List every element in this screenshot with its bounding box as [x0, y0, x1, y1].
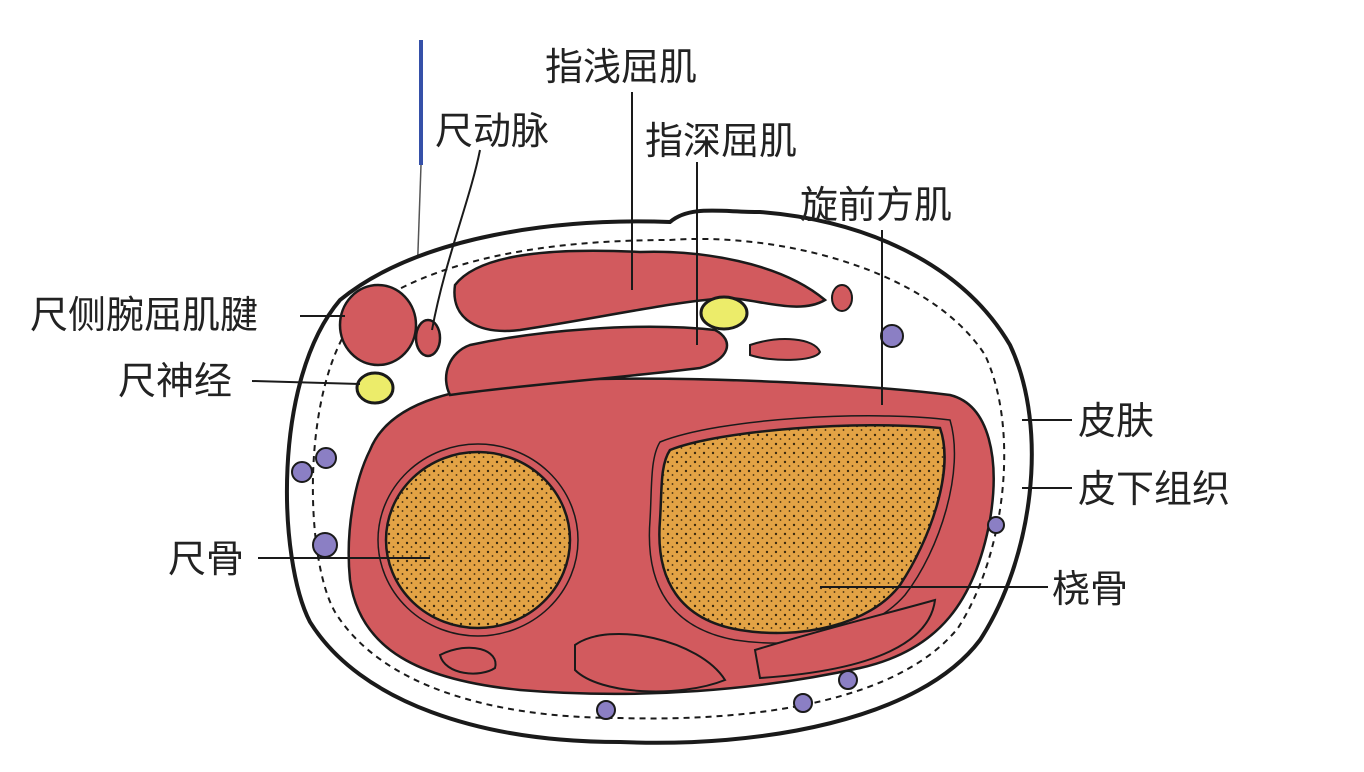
leader-lines	[251, 92, 1072, 588]
vein	[596, 700, 616, 720]
ulna-periosteum	[377, 443, 579, 637]
fcu-tendon-shape	[338, 283, 418, 367]
deep-flexor-muscle	[444, 325, 729, 397]
vein	[793, 693, 813, 713]
vein	[315, 447, 337, 469]
small-artery	[831, 284, 853, 312]
veins	[291, 324, 1005, 720]
label-subcutaneous: 皮下组织	[1078, 467, 1231, 511]
label-ulna: 尺骨	[168, 537, 245, 581]
label-radius: 桡骨	[1052, 567, 1129, 611]
lower-muscle-2	[574, 633, 727, 693]
vein	[838, 670, 858, 690]
lower-muscle-3	[753, 598, 937, 680]
superficial-flexor-muscle	[453, 249, 828, 333]
small-muscle	[749, 338, 822, 361]
label-skin: 皮肤	[1078, 399, 1155, 443]
label-ulnar-nerve: 尺神经	[118, 359, 233, 403]
ulnar-artery-shape	[414, 318, 442, 358]
radius-shape	[658, 423, 946, 635]
vein	[312, 532, 338, 558]
ulna-shape	[384, 450, 572, 630]
label-ulnar-artery: 尺动脉	[435, 109, 550, 153]
vein	[880, 324, 904, 348]
label-pronator-quadratus: 旋前方肌	[800, 183, 953, 227]
vein	[987, 516, 1005, 534]
label-deep-flexor: 指深屈肌	[645, 119, 798, 163]
vein	[291, 461, 313, 483]
lower-muscle-1	[438, 646, 497, 675]
label-fcu-tendon: 尺侧腕屈肌腱	[30, 293, 259, 337]
ulnar-nerve-shape	[355, 371, 395, 405]
label-superficial-flexor: 指浅屈肌	[545, 45, 698, 89]
median-nerve-shape	[699, 295, 749, 331]
